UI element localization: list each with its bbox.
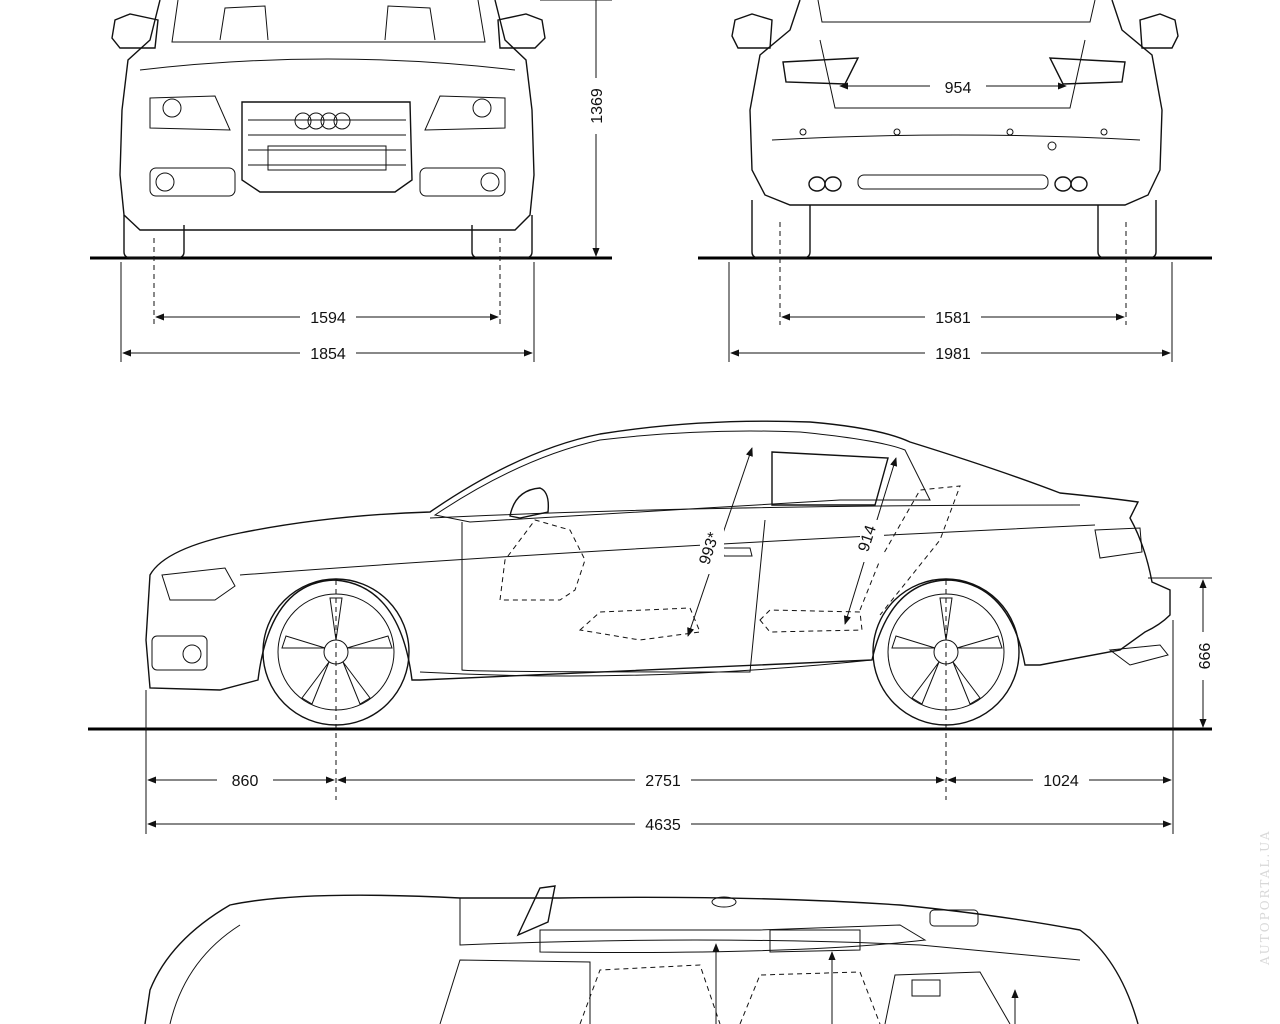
height-label: 1369 — [589, 88, 606, 124]
fog-lens-right — [480, 172, 500, 192]
sill-height-label: 666 — [1197, 643, 1214, 670]
rear-tire-right — [1097, 200, 1157, 259]
side-exhaust — [1108, 644, 1169, 666]
front-license-plate — [267, 145, 387, 171]
side-body-outline — [145, 420, 1171, 691]
front-seat-right — [384, 5, 436, 41]
wheelbase-label: 2751 — [645, 773, 681, 790]
front-tire-right — [471, 215, 533, 259]
four-rings-logo — [294, 112, 351, 130]
rear-tire-left — [751, 200, 811, 259]
side-headlight — [161, 567, 236, 601]
front-overhang-label: 860 — [232, 773, 259, 790]
headlight-lens-left — [162, 98, 182, 118]
front-seat-cushion — [578, 607, 701, 641]
front-seat-outline — [499, 519, 586, 601]
rear-bumper-line — [771, 134, 1141, 141]
side-rear-window — [771, 451, 889, 506]
fog-lens-left — [155, 172, 175, 192]
front-view: 1369 1594 1854 — [90, 0, 612, 363]
side-mirror — [509, 487, 550, 519]
front-body-outline — [119, 0, 535, 231]
side-greenhouse — [433, 430, 931, 523]
rear-taillight-left — [782, 57, 860, 85]
headlight-lens-right — [472, 98, 492, 118]
top-body-outline — [144, 894, 1139, 1024]
top-windshield — [539, 924, 927, 953]
front-fog-left — [149, 167, 236, 197]
exhaust-tips — [808, 176, 1088, 192]
watermark-text: AUTOPORTAL.UA — [1258, 829, 1272, 965]
rear-boot-lid — [819, 39, 1086, 109]
rear-window — [817, 0, 1096, 23]
side-view: 993* 914 666 860 2751 1024 4635 — [88, 420, 1216, 834]
overall-length-label: 4635 — [645, 817, 681, 834]
side-fog-light — [151, 635, 208, 671]
rear-taillight-right — [1048, 57, 1126, 85]
side-shoulder-line — [239, 524, 1096, 576]
side-door — [461, 519, 766, 673]
front-headlight-right — [424, 95, 506, 131]
front-mirror-right — [497, 13, 546, 49]
front-headlight-left — [149, 95, 231, 131]
watermark: AUTOPORTAL.UA — [1254, 815, 1274, 975]
front-windshield — [171, 0, 486, 43]
front-mirror-left — [111, 13, 159, 49]
rear-seat-back — [859, 485, 961, 616]
rear-seat-cushion — [759, 609, 863, 633]
top-mirror — [516, 885, 556, 937]
rear-body-outline — [749, 0, 1163, 206]
front-grille — [241, 101, 413, 193]
rear-view: 954 1581 1981 — [698, 0, 1212, 363]
front-track-label: 1594 — [310, 310, 346, 327]
front-fog-right — [419, 167, 506, 197]
front-hood — [139, 58, 516, 71]
rear-width-label: 1981 — [935, 346, 971, 363]
rear-mirror-left — [731, 13, 773, 49]
grille-bars — [248, 119, 406, 166]
rear-mirror-right — [1139, 13, 1179, 49]
side-taillight — [1094, 527, 1143, 559]
top-fuel-cap — [929, 909, 979, 927]
rear-track-label: 1581 — [935, 310, 971, 327]
front-width-label: 1854 — [310, 346, 346, 363]
rear-boot-width-label: 954 — [945, 80, 972, 97]
rear-diffuser-bar — [857, 174, 1049, 190]
door-handle — [721, 547, 753, 557]
front-seat-left — [219, 5, 269, 41]
rear-overhang-label: 1024 — [1043, 773, 1079, 790]
top-view — [144, 885, 1139, 1024]
side-sill — [419, 659, 873, 677]
